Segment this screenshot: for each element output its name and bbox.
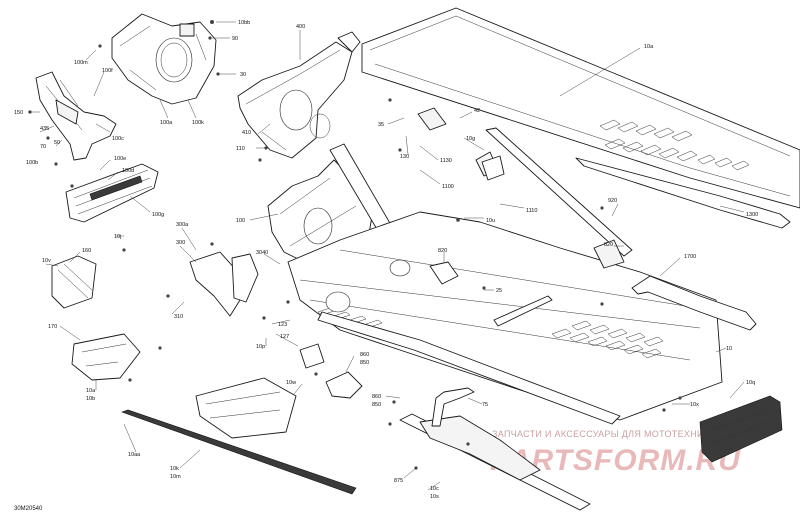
callout-10: 10 [726,346,732,352]
callout-875: 875 [394,478,403,484]
callout-410: 410 [242,130,251,136]
rear-brace [699,395,783,463]
tunnel-panel [361,7,800,229]
callout-1110: 1110 [526,208,537,214]
callout-1300: 1300 [746,212,758,218]
callout-100f: 100f [102,68,113,74]
front-skid-strip [121,409,357,495]
callout-50: 50 [54,140,60,146]
callout-170: 170 [48,324,57,330]
callout-1100: 1100 [442,184,454,190]
small-parts [51,155,553,439]
callout-42: 42 [474,108,480,114]
callout-10a-lower: 10a [86,388,96,394]
callout-100g: 100g [152,212,164,218]
callout-310: 310 [174,314,183,320]
callout-10p: 10p [256,344,265,350]
callout-35: 35 [378,122,384,128]
callout-100a: 100a [160,120,173,126]
callout-300: 300 [176,240,185,246]
diagram-code: 30M20540 [14,506,43,512]
lower-side-rail [399,413,591,511]
front-suspension-frame [237,31,361,159]
callout-300a: 300a [176,222,189,228]
callout-10m: 10m [170,474,181,480]
callout-10aa: 10aa [128,452,141,458]
callout-labels: 10bb 90 400 10a 100m 100f 30 100a 100k 4… [14,20,758,500]
callout-110: 110 [236,146,245,152]
tunnel-tie-bar [417,107,633,269]
callout-400: 400 [296,24,305,30]
callout-10s: 10s [430,494,439,500]
left-side-bracket [35,71,117,161]
callout-160: 160 [82,248,91,254]
callout-130: 130 [400,154,409,160]
callout-850: 850 [360,360,369,366]
callout-100m: 100m [74,60,88,66]
callout-820-center: 820 [438,248,447,254]
callout-10bb: 10bb [238,20,250,26]
callout-100e: 100e [114,156,126,162]
callout-10g: 10g [466,136,475,142]
callout-1130: 1130 [440,158,452,164]
callout-150: 150 [14,110,23,116]
callout-100c: 100c [112,136,124,142]
callout-10u: 10u [486,218,495,224]
fastener-bolts [28,20,682,470]
callout-10b: 10b [86,396,95,402]
callout-90: 90 [232,36,238,42]
callout-860: 860 [360,352,369,358]
callout-10c: 10c [430,486,439,492]
callout-10q: 10q [746,380,755,386]
callout-820-right: 820 [604,242,613,248]
callout-100: 100 [236,218,245,224]
callout-25: 25 [496,288,502,294]
leader-lines [28,21,745,491]
callout-70: 70 [40,144,46,150]
callout-1700: 1700 [684,254,696,260]
callout-100d: 100d [122,168,134,174]
callout-850-lower: 850 [372,402,381,408]
callout-75: 75 [482,402,488,408]
heat-exchanger [65,163,159,223]
callout-435: 435 [40,126,49,132]
callout-100b: 100b [26,160,38,166]
callout-920: 920 [608,198,617,204]
watermark-caption: ЗАПЧАСТИ И АКСЕССУАРЫ ДЛЯ МОТОТЕХНИКИ [492,429,716,439]
callout-10v: 10v [42,258,51,264]
callout-123: 123 [278,322,287,328]
rear-crossbar [631,275,757,331]
callout-30: 30 [240,72,246,78]
callout-10x: 10x [690,402,699,408]
callout-3040: 3040 [256,250,268,256]
steering-support-assembly [111,13,217,105]
callout-100k: 100k [192,120,204,126]
callout-10a: 10a [644,44,654,50]
callout-860-lower: 860 [372,394,381,400]
callout-10j: 10j [114,234,121,240]
callout-10w: 10w [286,380,296,386]
callout-127: 127 [280,334,289,340]
callout-10k: 10k [170,466,179,472]
